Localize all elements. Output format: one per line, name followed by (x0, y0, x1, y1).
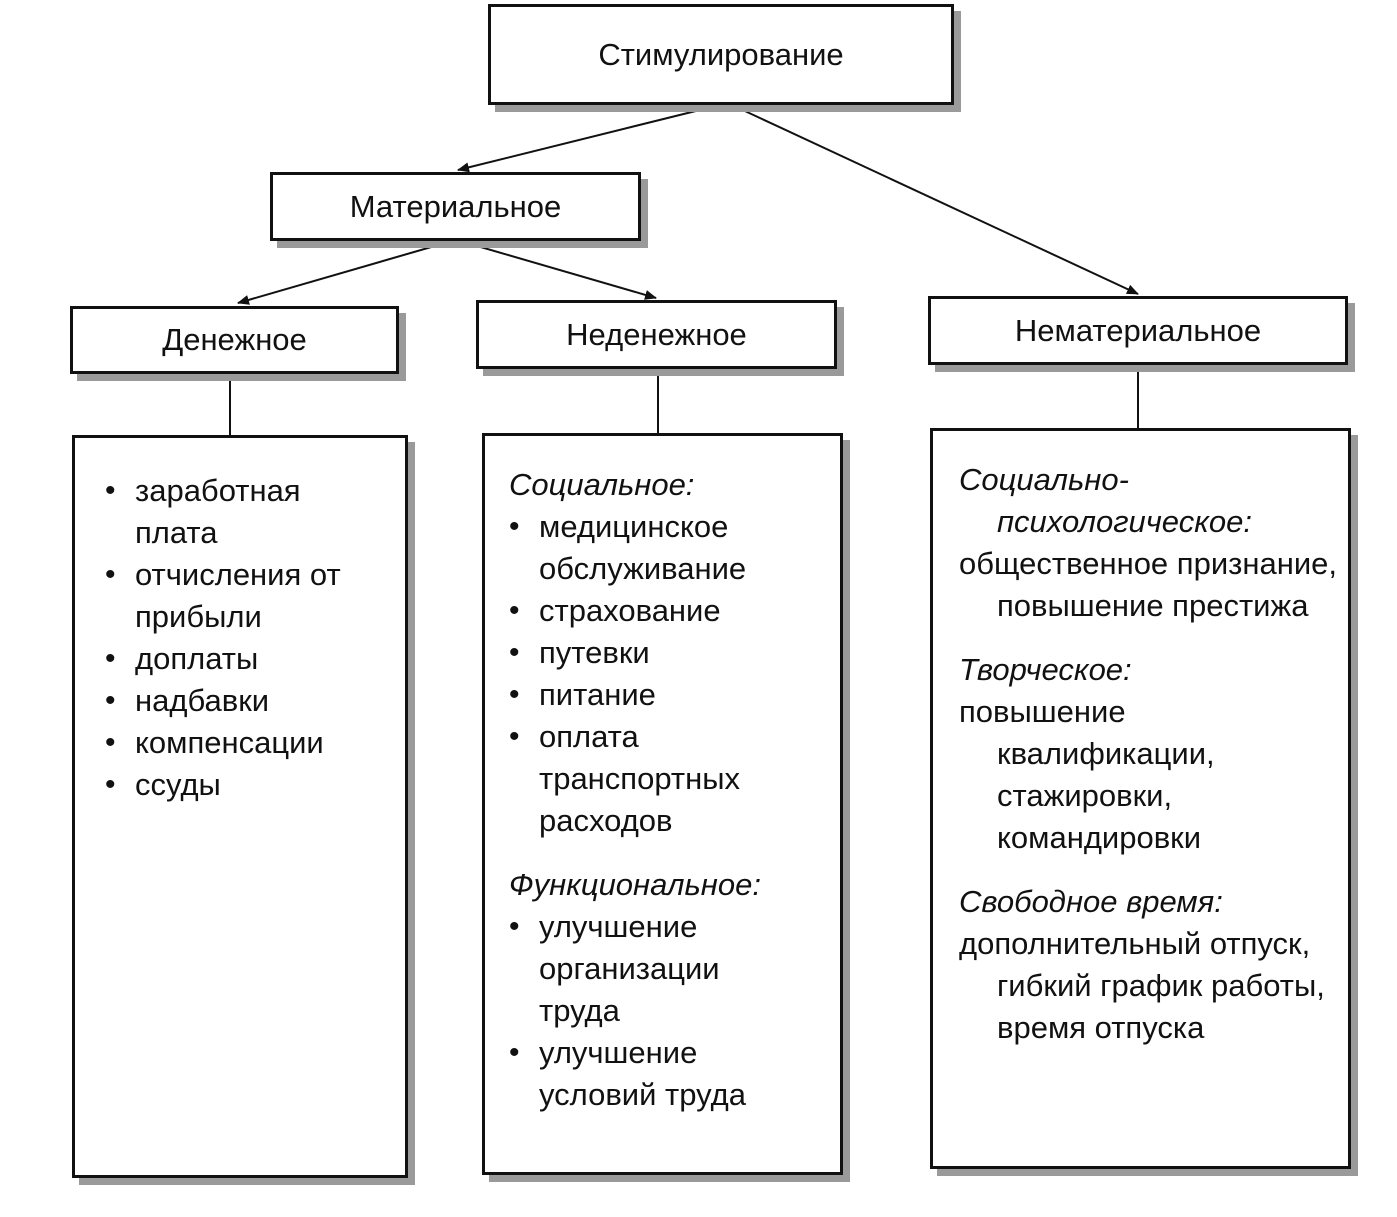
monetary-panel: заработная плата отчисления от прибыли д… (72, 435, 408, 1178)
group-title-social: Социальное: (509, 467, 695, 502)
list-item: медицинское обслуживание (509, 506, 779, 590)
list-item: заработная плата (105, 470, 355, 554)
arrow-material-to-monetary (237, 240, 453, 305)
node-stimulation: Стимулирование (488, 4, 954, 105)
list-item: оплата транспортных расходов (509, 716, 779, 842)
arrow-root-to-nonmaterial (731, 104, 1139, 295)
list-item: улучшение организации труда (509, 906, 779, 1032)
list-item: страхование (509, 590, 779, 632)
node-material-label: Материальное (349, 188, 562, 224)
social-list: медицинское обслуживание страхование пут… (509, 506, 779, 842)
arrow-material-to-nonmonetary (459, 240, 657, 300)
nonmonetary-panel: Социальное: медицинское обслуживание стр… (482, 433, 843, 1175)
node-nonmonetary-label: Неденежное (566, 316, 747, 352)
list-item: путевки (509, 632, 779, 674)
group-title-creative: Творческое: (959, 652, 1132, 687)
list-item: доплаты (105, 638, 355, 680)
group-text-free-time: дополнительный отпуск, гибкий график раб… (959, 926, 1325, 1045)
node-stimulation-label: Стимулирование (598, 36, 844, 72)
list-item: отчисления от прибыли (105, 554, 355, 638)
group-title-social-psychological: Социально-психологическое: (959, 462, 1252, 539)
group-title-free-time: Свободное время: (959, 884, 1223, 919)
nonmaterial-panel: Социально-психологическое: общественное … (930, 428, 1351, 1169)
monetary-list: заработная плата отчисления от прибыли д… (105, 470, 355, 806)
group-title-functional: Функциональное: (509, 867, 761, 902)
group-text-social-psychological: общественное признание, повышение прести… (959, 546, 1337, 623)
node-material: Материальное (270, 172, 641, 241)
node-nonmaterial: Нематериальное (928, 296, 1348, 365)
node-monetary-label: Денежное (162, 322, 307, 357)
functional-list: улучшение организации труда улучшение ус… (509, 906, 779, 1116)
list-item: питание (509, 674, 779, 716)
group-text-creative: повышение квалификации, стажировки, кома… (959, 694, 1215, 855)
list-item: надбавки (105, 680, 355, 722)
node-nonmaterial-label: Нематериальное (1014, 312, 1262, 348)
list-item: компенсации (105, 722, 355, 764)
node-monetary: Денежное (70, 306, 399, 374)
arrow-root-to-material (457, 104, 721, 173)
list-item: ссуды (105, 764, 355, 806)
list-item: улучшение условий труда (509, 1032, 779, 1116)
node-nonmonetary: Неденежное (476, 300, 837, 369)
